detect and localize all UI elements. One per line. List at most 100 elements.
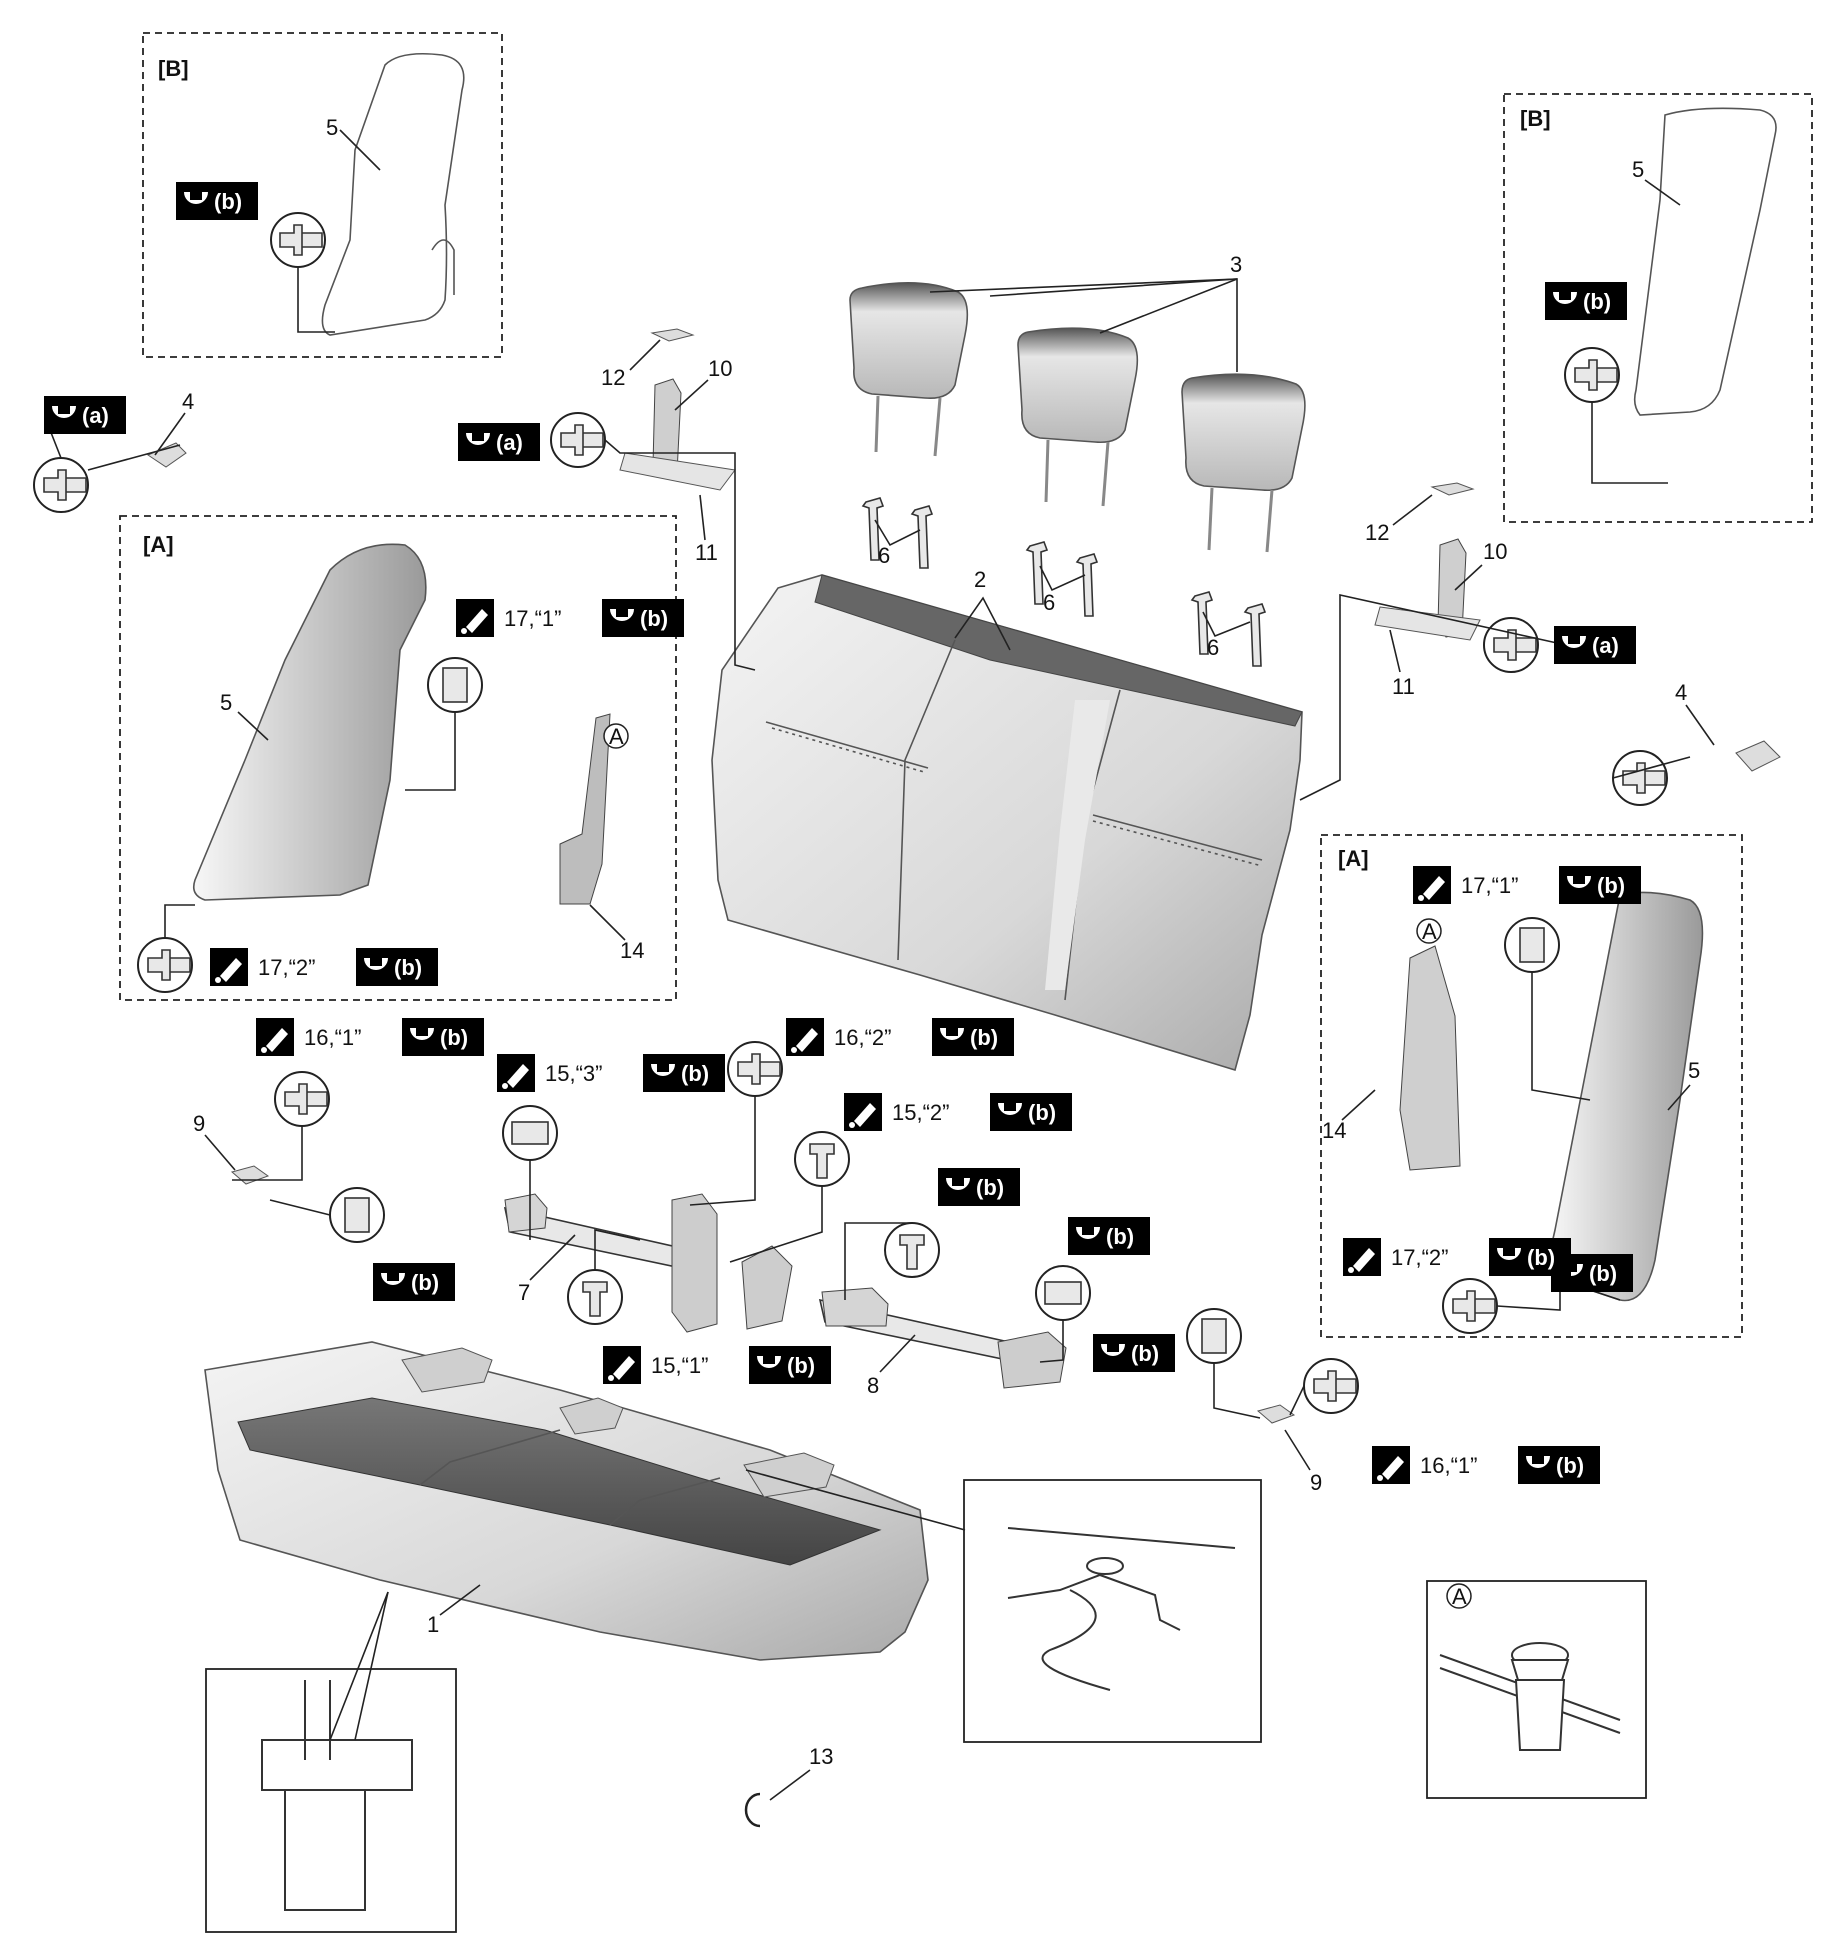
- bolt-circle: [1442, 1278, 1498, 1334]
- inset-b-left-label: [B]: [158, 56, 189, 81]
- bolt-circle: [274, 1071, 330, 1127]
- inset-a-right-label: [A]: [1338, 846, 1369, 871]
- callout-12: 12: [1365, 520, 1389, 545]
- bolt-circle: [727, 1041, 783, 1097]
- nut-circle: [1186, 1308, 1242, 1364]
- torque-code: (b): [970, 1025, 998, 1050]
- step-label: 17,“1”: [504, 606, 561, 631]
- headrest-1: [849, 282, 969, 457]
- callout-5: 5: [326, 115, 338, 140]
- bolt-circle: [1483, 617, 1539, 673]
- hinge-bar-8: [818, 1287, 1067, 1389]
- hook-detail: [261, 1680, 413, 1911]
- torque-code: (a): [82, 403, 109, 428]
- callout-6: 6: [1207, 635, 1219, 660]
- inset-b-right: [1503, 93, 1813, 523]
- clip-a-circle-letter: A: [1452, 1584, 1467, 1609]
- torque-code: (b): [1131, 1341, 1159, 1366]
- torque-code: (b): [1556, 1453, 1584, 1478]
- torque-spec-badge: (b): [1068, 1217, 1150, 1255]
- detail-box-latch: [963, 1479, 1262, 1743]
- tightening-step-badge: 17,“2”(b): [210, 948, 438, 986]
- torque-code: (b): [1028, 1100, 1056, 1125]
- torque-code: (b): [1527, 1245, 1555, 1270]
- tightening-step-badge: 16,“1” (b): [1372, 1446, 1600, 1484]
- bolt-circle: [884, 1222, 940, 1278]
- callout-9: 9: [1310, 1470, 1322, 1495]
- callout-1: 1: [427, 1612, 439, 1637]
- clip-a-circle-marker: [1446, 1583, 1472, 1609]
- torque-spec-badge: (a): [458, 423, 540, 461]
- bolt-circle: [1612, 750, 1668, 806]
- step-label: 15,“2”: [892, 1100, 949, 1125]
- hook-4-left: [146, 442, 187, 468]
- tightening-step-badge: 17,“2” (b): [1343, 1238, 1571, 1276]
- nut-circle: [1504, 917, 1560, 973]
- cap-12-right: [1430, 482, 1475, 496]
- clip-a-detail: [1439, 1642, 1621, 1751]
- bolt-circle: [1303, 1358, 1359, 1414]
- leader-lines: [49, 266, 1691, 1741]
- bracket-14-right-marker: [1416, 918, 1442, 944]
- torque-code: (b): [411, 1270, 439, 1295]
- callout-6: 6: [878, 543, 890, 568]
- callout-9: 9: [193, 1111, 205, 1136]
- callout-numbers: 5 5 5 5 3 4 4 12 12 10 10 11 11 6 6 6 2 …: [154, 115, 1715, 1801]
- torque-code: (b): [681, 1061, 709, 1086]
- step-label: 16,“1”: [1420, 1453, 1477, 1478]
- bolt-circle: [550, 412, 606, 468]
- bolt-circle: [137, 937, 193, 993]
- callout-3: 3: [1230, 252, 1242, 277]
- callout-5: 5: [1688, 1058, 1700, 1083]
- torque-code: (b): [1106, 1224, 1134, 1249]
- callout-5: 5: [1632, 157, 1644, 182]
- torque-code: (b): [1583, 289, 1611, 314]
- side-cover-a-left: [192, 543, 427, 901]
- callout-10: 10: [708, 356, 732, 381]
- callout-11: 11: [1392, 674, 1415, 699]
- inset-a-left-label: [A]: [143, 532, 174, 557]
- nut-9-left: [230, 1165, 270, 1185]
- side-cover-b-right: [1633, 107, 1777, 416]
- torque-spec-badge: (b): [1545, 282, 1627, 320]
- torque-spec-badge: (b): [1093, 1334, 1175, 1372]
- bolt-circle: [794, 1131, 850, 1187]
- callout-4: 4: [182, 389, 194, 414]
- tightening-step-badge: 16,“2”(b): [786, 1018, 1014, 1056]
- callout-14: 14: [620, 938, 644, 963]
- seat-back: [711, 574, 1303, 1072]
- nut-circle: [502, 1105, 558, 1161]
- step-label: 15,“3”: [545, 1061, 602, 1086]
- torque-code: (b): [1597, 873, 1625, 898]
- callout-11: 11: [695, 540, 718, 565]
- bracket-14-left-marker: [603, 723, 629, 749]
- hook-4-right: [1735, 740, 1781, 772]
- torque-spec-badge: (a): [1554, 626, 1636, 664]
- inset-b-right-label: [B]: [1520, 106, 1551, 131]
- step-label: 17,“2”: [1391, 1245, 1448, 1270]
- step-label: 16,“1”: [304, 1025, 361, 1050]
- torque-code: (b): [787, 1353, 815, 1378]
- tightening-step-badge: 15,“2” (b): [844, 1093, 1072, 1131]
- torque-spec-badge: (a): [44, 396, 126, 434]
- torque-code: (b): [214, 189, 242, 214]
- bracket-14-left-letter: A: [609, 724, 624, 749]
- ring-13: [744, 1792, 761, 1828]
- headrest-2: [1017, 327, 1139, 507]
- torque-code: (b): [1589, 1261, 1617, 1286]
- callout-5: 5: [220, 690, 232, 715]
- bracket-14-left: [559, 713, 611, 905]
- inset-a-right: [1320, 834, 1743, 1338]
- torque-code: (a): [1592, 633, 1619, 658]
- torque-code: (b): [440, 1025, 468, 1050]
- nut-circle: [1035, 1265, 1091, 1321]
- callout-7: 7: [518, 1280, 530, 1305]
- bolt-circle: [1564, 347, 1620, 403]
- torque-code: (b): [976, 1175, 1004, 1200]
- torque-spec-badge: (b): [938, 1168, 1020, 1206]
- seat-cushion: [204, 1341, 929, 1661]
- headrest-guides: [861, 497, 1267, 667]
- headrest-3: [1181, 373, 1306, 553]
- tightening-step-badge: 17,“1”(b): [456, 599, 684, 637]
